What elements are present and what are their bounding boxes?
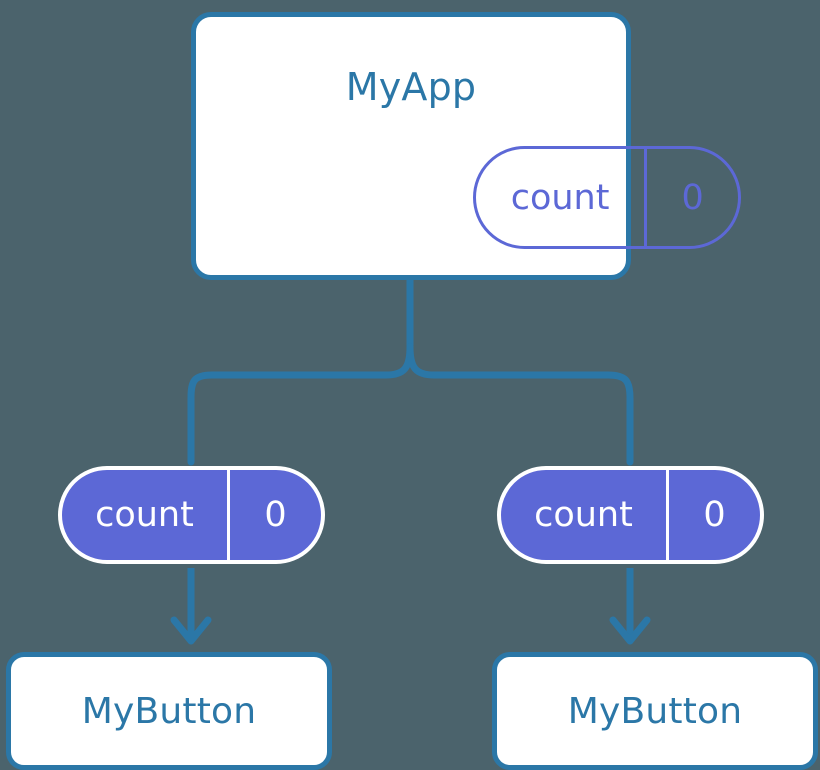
component-label-mybutton-left: MyButton (81, 690, 257, 732)
prop-pill-right-key: count (534, 495, 633, 535)
state-pill-key: count (510, 177, 610, 218)
arrow-right-head-icon (609, 616, 651, 645)
component-label-mybutton-right: MyButton (567, 690, 743, 732)
component-node-myapp[interactable]: MyApp count 0 (191, 12, 741, 280)
component-label-myapp: MyApp (345, 65, 477, 109)
prop-pill-left-value: 0 (226, 470, 321, 560)
fork-left-branch (187, 343, 414, 466)
component-node-mybutton-right[interactable]: MyButton (492, 652, 818, 770)
prop-pill-right[interactable]: count 0 (497, 466, 764, 564)
state-pill-myapp[interactable]: count 0 (473, 146, 741, 249)
arrow-left-head-icon (170, 616, 212, 645)
prop-pill-left-key: count (95, 495, 194, 535)
state-pill-value: 0 (644, 149, 738, 246)
component-node-mybutton-left[interactable]: MyButton (6, 652, 332, 770)
fork-right-branch (406, 343, 634, 466)
prop-pill-left[interactable]: count 0 (58, 466, 325, 564)
prop-pill-right-value: 0 (665, 470, 760, 560)
